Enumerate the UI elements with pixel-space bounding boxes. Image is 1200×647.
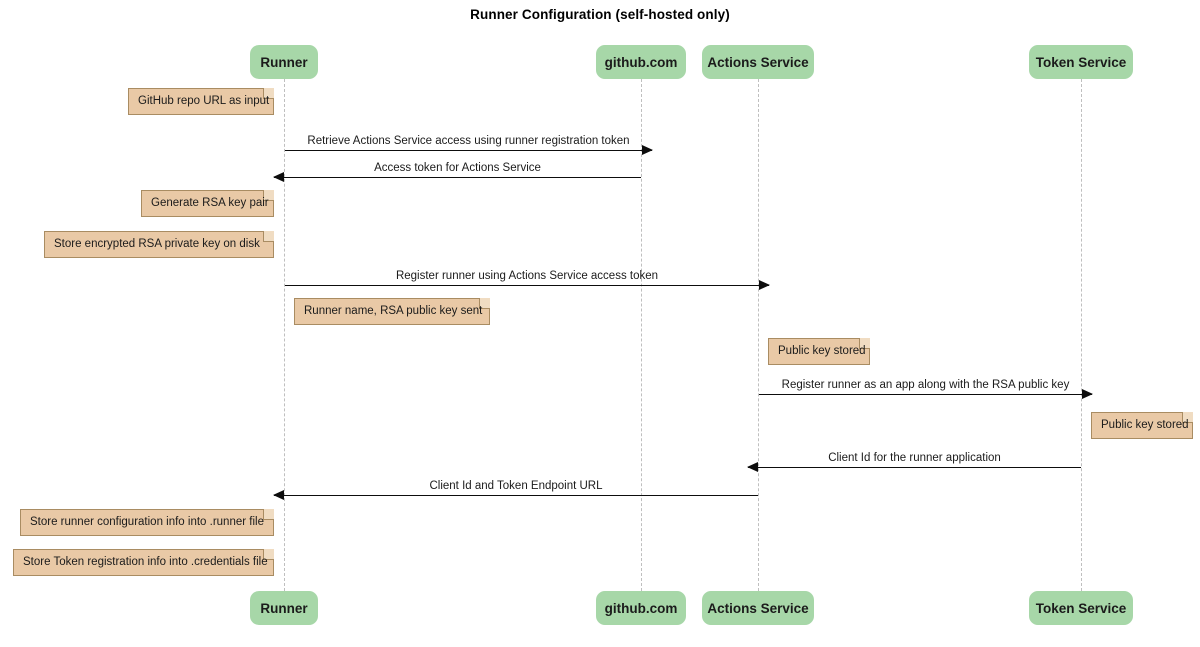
note-text: Store encrypted RSA private key on disk <box>54 238 260 250</box>
note-fold-icon <box>479 298 490 309</box>
note-fold-icon <box>263 549 274 560</box>
participant-token-bottom[interactable]: Token Service <box>1029 591 1133 625</box>
participant-token-top[interactable]: Token Service <box>1029 45 1133 79</box>
lifeline-token <box>1081 79 1082 591</box>
participant-runner-top[interactable]: Runner <box>250 45 318 79</box>
participant-label: github.com <box>604 54 678 70</box>
lifeline-runner <box>284 79 285 591</box>
participant-label: Actions Service <box>707 54 809 70</box>
arrowhead-right-icon <box>642 145 653 155</box>
participant-label: github.com <box>604 600 678 616</box>
message-label: Client Id and Token Endpoint URL <box>429 480 603 492</box>
message-line <box>274 495 758 496</box>
message-label: Retrieve Actions Service access using ru… <box>307 135 630 147</box>
participant-actions-top[interactable]: Actions Service <box>702 45 814 79</box>
participant-label: Runner <box>260 54 308 70</box>
note-text: Store runner configuration info into .ru… <box>30 516 264 528</box>
arrowhead-right-icon <box>759 280 770 290</box>
participant-label: Actions Service <box>707 600 809 616</box>
msg-client-id[interactable]: Client Id for the runner application <box>747 452 1081 472</box>
note-store-private[interactable]: Store encrypted RSA private key on disk <box>44 231 274 258</box>
note-generate-rsa[interactable]: Generate RSA key pair <box>141 190 274 217</box>
note-text: Generate RSA key pair <box>151 197 269 209</box>
note-fold-icon <box>1182 412 1193 423</box>
arrowhead-left-icon <box>747 462 758 472</box>
message-line <box>748 467 1081 468</box>
participant-github-bottom[interactable]: github.com <box>596 591 686 625</box>
note-text: Public key stored <box>1101 419 1189 431</box>
note-repo-url[interactable]: GitHub repo URL as input <box>128 88 274 115</box>
arrowhead-right-icon <box>1082 389 1093 399</box>
msg-client-id-url[interactable]: Client Id and Token Endpoint URL <box>273 480 758 500</box>
arrowhead-left-icon <box>273 490 284 500</box>
msg-retrieve-access[interactable]: Retrieve Actions Service access using ru… <box>285 135 653 155</box>
note-store-runner[interactable]: Store runner configuration info into .ru… <box>20 509 274 536</box>
note-runner-name[interactable]: Runner name, RSA public key sent <box>294 298 490 325</box>
message-line <box>759 394 1092 395</box>
lifeline-github <box>641 79 642 591</box>
arrowhead-left-icon <box>273 172 284 182</box>
msg-access-token[interactable]: Access token for Actions Service <box>273 162 641 182</box>
note-text: Store Token registration info into .cred… <box>23 556 268 568</box>
participant-label: Token Service <box>1035 54 1127 70</box>
note-fold-icon <box>859 338 870 349</box>
note-text: GitHub repo URL as input <box>138 95 270 107</box>
message-line <box>285 285 769 286</box>
lifeline-actions <box>758 79 759 591</box>
message-label: Register runner using Actions Service ac… <box>395 270 659 282</box>
page-title: Runner Configuration (self-hosted only) <box>470 7 730 22</box>
note-pubkey-token[interactable]: Public key stored <box>1091 412 1193 439</box>
participant-actions-bottom[interactable]: Actions Service <box>702 591 814 625</box>
message-line <box>285 150 652 151</box>
note-fold-icon <box>263 509 274 520</box>
message-label: Client Id for the runner application <box>828 452 1001 464</box>
msg-register-runner[interactable]: Register runner using Actions Service ac… <box>285 270 770 290</box>
message-label: Access token for Actions Service <box>374 162 541 174</box>
participant-label: Runner <box>260 600 308 616</box>
note-pubkey-actions[interactable]: Public key stored <box>768 338 870 365</box>
message-line <box>274 177 641 178</box>
note-store-creds[interactable]: Store Token registration info into .cred… <box>13 549 274 576</box>
note-fold-icon <box>263 88 274 99</box>
msg-register-app[interactable]: Register runner as an app along with the… <box>759 379 1093 399</box>
note-text: Public key stored <box>778 345 866 357</box>
message-label: Register runner as an app along with the… <box>781 379 1070 391</box>
participant-label: Token Service <box>1035 600 1127 616</box>
participant-github-top[interactable]: github.com <box>596 45 686 79</box>
note-fold-icon <box>263 190 274 201</box>
note-fold-icon <box>263 231 274 242</box>
note-text: Runner name, RSA public key sent <box>304 305 483 317</box>
participant-runner-bottom[interactable]: Runner <box>250 591 318 625</box>
